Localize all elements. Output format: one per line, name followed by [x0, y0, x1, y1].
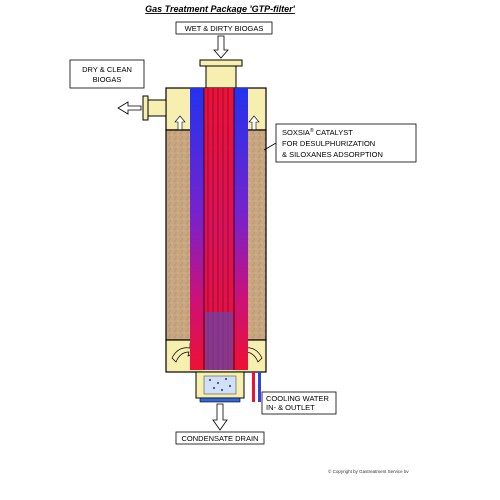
- catalyst-label-line2: FOR DESULPHURIZATION: [282, 139, 375, 148]
- inlet-nozzle: [205, 65, 237, 89]
- tube-bundle-outer-left: [190, 88, 204, 370]
- inlet-flange: [199, 59, 243, 67]
- outlet-label-box: [69, 59, 145, 89]
- cooling-label-box: [261, 391, 337, 415]
- drain-label-box: [175, 431, 265, 445]
- drain-label: CONDENSATE DRAIN: [182, 434, 259, 443]
- diagram-title: Gas Treatment Package 'GTP-filter': [145, 4, 296, 14]
- outlet-label-line2: BIOGAS: [93, 75, 122, 84]
- inlet-label-box: [175, 21, 273, 35]
- drain-arrow-icon: [212, 403, 228, 431]
- tube-bundle-lower-blue: [205, 312, 233, 370]
- catalyst-label-line3: & SILOXANES ADSORPTION: [282, 150, 383, 159]
- catalyst-registered-mark: ®: [310, 127, 314, 134]
- sump-droplets: [209, 378, 231, 391]
- gas-flow-arrow-right-icon: [248, 115, 260, 131]
- catalyst-label-box: [275, 123, 417, 163]
- catalyst-name: SOXSIA: [282, 128, 310, 137]
- cooling-pipe-blue: [258, 372, 261, 402]
- catalyst-label-line1: SOXSIA® CATALYST: [282, 127, 353, 137]
- sump-flange: [199, 397, 241, 403]
- outlet-flange: [142, 95, 149, 121]
- outlet-nozzle: [147, 99, 167, 117]
- outlet-label-line1: DRY & CLEAN: [82, 65, 132, 74]
- catalyst-word: CATALYST: [314, 128, 354, 137]
- cooling-label-line1: COOLING WATER: [266, 394, 330, 403]
- tube-bundle-outer-right: [234, 88, 248, 370]
- outlet-arrow-icon: [117, 101, 142, 115]
- cooling-label-line2: IN- & OUTLET: [266, 403, 315, 412]
- catalyst-leader-line: [263, 142, 277, 151]
- inlet-label: WET & DIRTY BIOGAS: [185, 24, 264, 33]
- copyright-text: © Copyright by Gastreatment Service bv: [328, 468, 409, 474]
- cooling-pipe-red: [252, 372, 255, 402]
- sump-water: [203, 375, 237, 395]
- inlet-arrow-icon: [213, 35, 229, 59]
- gas-flow-arrow-left-icon: [174, 115, 186, 131]
